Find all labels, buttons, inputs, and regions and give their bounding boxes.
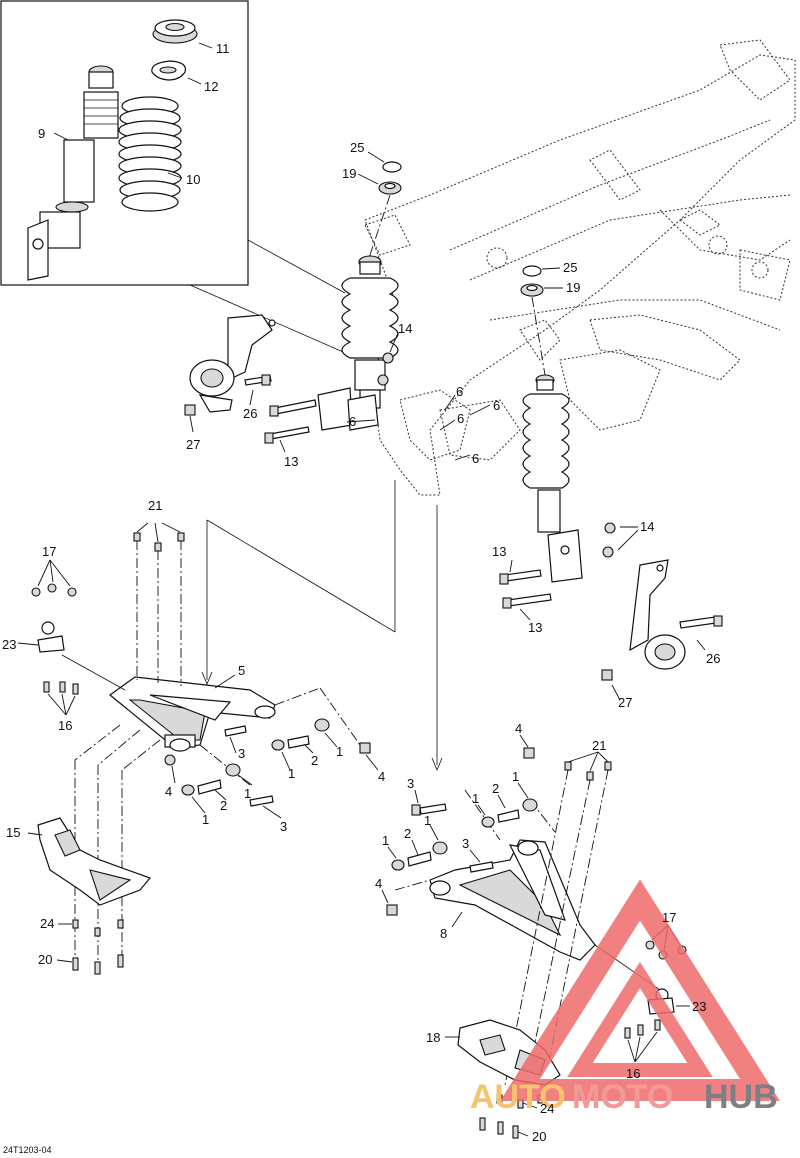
callout: 3 bbox=[462, 836, 469, 851]
callout: 10 bbox=[186, 172, 200, 187]
callout: 1 bbox=[244, 786, 251, 801]
callout: 19 bbox=[566, 280, 580, 295]
callout: 27 bbox=[618, 695, 632, 710]
callout: 9 bbox=[38, 126, 45, 141]
callout: 20 bbox=[532, 1129, 546, 1144]
callout: 2 bbox=[492, 781, 499, 796]
watermark-auto: AUTO bbox=[470, 1078, 566, 1116]
left-skid-plate bbox=[27, 817, 152, 906]
callout: 6 bbox=[457, 411, 464, 426]
callout: 25 bbox=[563, 260, 577, 275]
diagram-reference-code: 24T1203-04 bbox=[3, 1145, 52, 1155]
callout: 1 bbox=[288, 766, 295, 781]
coil-spring-part bbox=[118, 96, 182, 212]
callout: 6 bbox=[456, 384, 463, 399]
callout: 17 bbox=[42, 544, 56, 559]
callout: 12 bbox=[204, 79, 218, 94]
callout: 24 bbox=[540, 1101, 554, 1116]
callout: 2 bbox=[404, 826, 411, 841]
callout: 21 bbox=[148, 498, 162, 513]
right-screws-21 bbox=[564, 751, 612, 781]
callout: 26 bbox=[706, 651, 720, 666]
callout: 26 bbox=[243, 406, 257, 421]
callout: 2 bbox=[220, 798, 227, 813]
right-arm-hardware bbox=[381, 734, 538, 916]
callout: 1 bbox=[336, 744, 343, 759]
callout: 6 bbox=[349, 414, 356, 429]
left-skid-hardware bbox=[56, 919, 124, 975]
left-lower-a-arm bbox=[109, 674, 276, 752]
right-shock-assembly bbox=[522, 374, 583, 583]
callout: 20 bbox=[38, 952, 52, 967]
left-shock-assembly bbox=[317, 255, 399, 431]
callout: 13 bbox=[284, 454, 298, 469]
callout: 16 bbox=[58, 718, 72, 733]
callout: 14 bbox=[640, 519, 654, 534]
callout: 3 bbox=[280, 819, 287, 834]
callout: 2 bbox=[311, 753, 318, 768]
callout: 4 bbox=[378, 769, 385, 784]
inset-shock-detail bbox=[0, 0, 249, 286]
callout: 13 bbox=[528, 620, 542, 635]
callout: 1 bbox=[512, 769, 519, 784]
callout: 19 bbox=[342, 166, 356, 181]
callout: 21 bbox=[592, 738, 606, 753]
callout: 24 bbox=[40, 916, 54, 931]
callout: 4 bbox=[515, 721, 522, 736]
callout: 17 bbox=[662, 910, 676, 925]
callout: 25 bbox=[350, 140, 364, 155]
callout: 6 bbox=[472, 451, 479, 466]
upper-bushing-parts-a bbox=[357, 151, 402, 195]
callout: 1 bbox=[472, 791, 479, 806]
right-steering-knuckle bbox=[629, 559, 686, 670]
callout: 1 bbox=[202, 812, 209, 827]
callout: 14 bbox=[398, 321, 412, 336]
watermark-hub: HUB bbox=[704, 1078, 778, 1116]
left-arm-hardware bbox=[164, 718, 379, 819]
callout: 15 bbox=[6, 825, 20, 840]
left-steering-knuckle bbox=[189, 314, 276, 413]
shock-body-part bbox=[27, 65, 119, 281]
callout: 23 bbox=[692, 999, 706, 1014]
frame-mount-leaders bbox=[346, 394, 491, 461]
upper-hardware bbox=[184, 332, 723, 701]
callout: 1 bbox=[382, 833, 389, 848]
callout: 27 bbox=[186, 437, 200, 452]
right-lower-a-arm bbox=[429, 839, 596, 961]
retainer-clip-part bbox=[151, 60, 187, 81]
callout: 11 bbox=[216, 41, 230, 56]
callout: 4 bbox=[375, 876, 382, 891]
left-screws-21 bbox=[133, 522, 185, 552]
vehicle-frame bbox=[364, 39, 796, 496]
watermark-logo bbox=[500, 879, 780, 1101]
left-ball-joint bbox=[17, 559, 126, 716]
callout: 3 bbox=[238, 746, 245, 761]
upper-bushing-parts-b bbox=[520, 265, 563, 297]
spring-seat-part bbox=[152, 19, 198, 44]
callout: 18 bbox=[426, 1030, 440, 1045]
callout: 6 bbox=[493, 398, 500, 413]
watermark-moto: MOTO bbox=[572, 1078, 673, 1116]
callout: 13 bbox=[492, 544, 506, 559]
callout-labels: 11 12 9 10 25 19 25 19 14 26 27 13 6 6 6… bbox=[2, 41, 720, 1144]
callout: 4 bbox=[165, 784, 172, 799]
callout: 1 bbox=[424, 813, 431, 828]
callout: 5 bbox=[238, 663, 245, 678]
callout: 16 bbox=[626, 1066, 640, 1081]
callout: 3 bbox=[407, 776, 414, 791]
callout: 23 bbox=[2, 637, 16, 652]
callout: 8 bbox=[440, 926, 447, 941]
